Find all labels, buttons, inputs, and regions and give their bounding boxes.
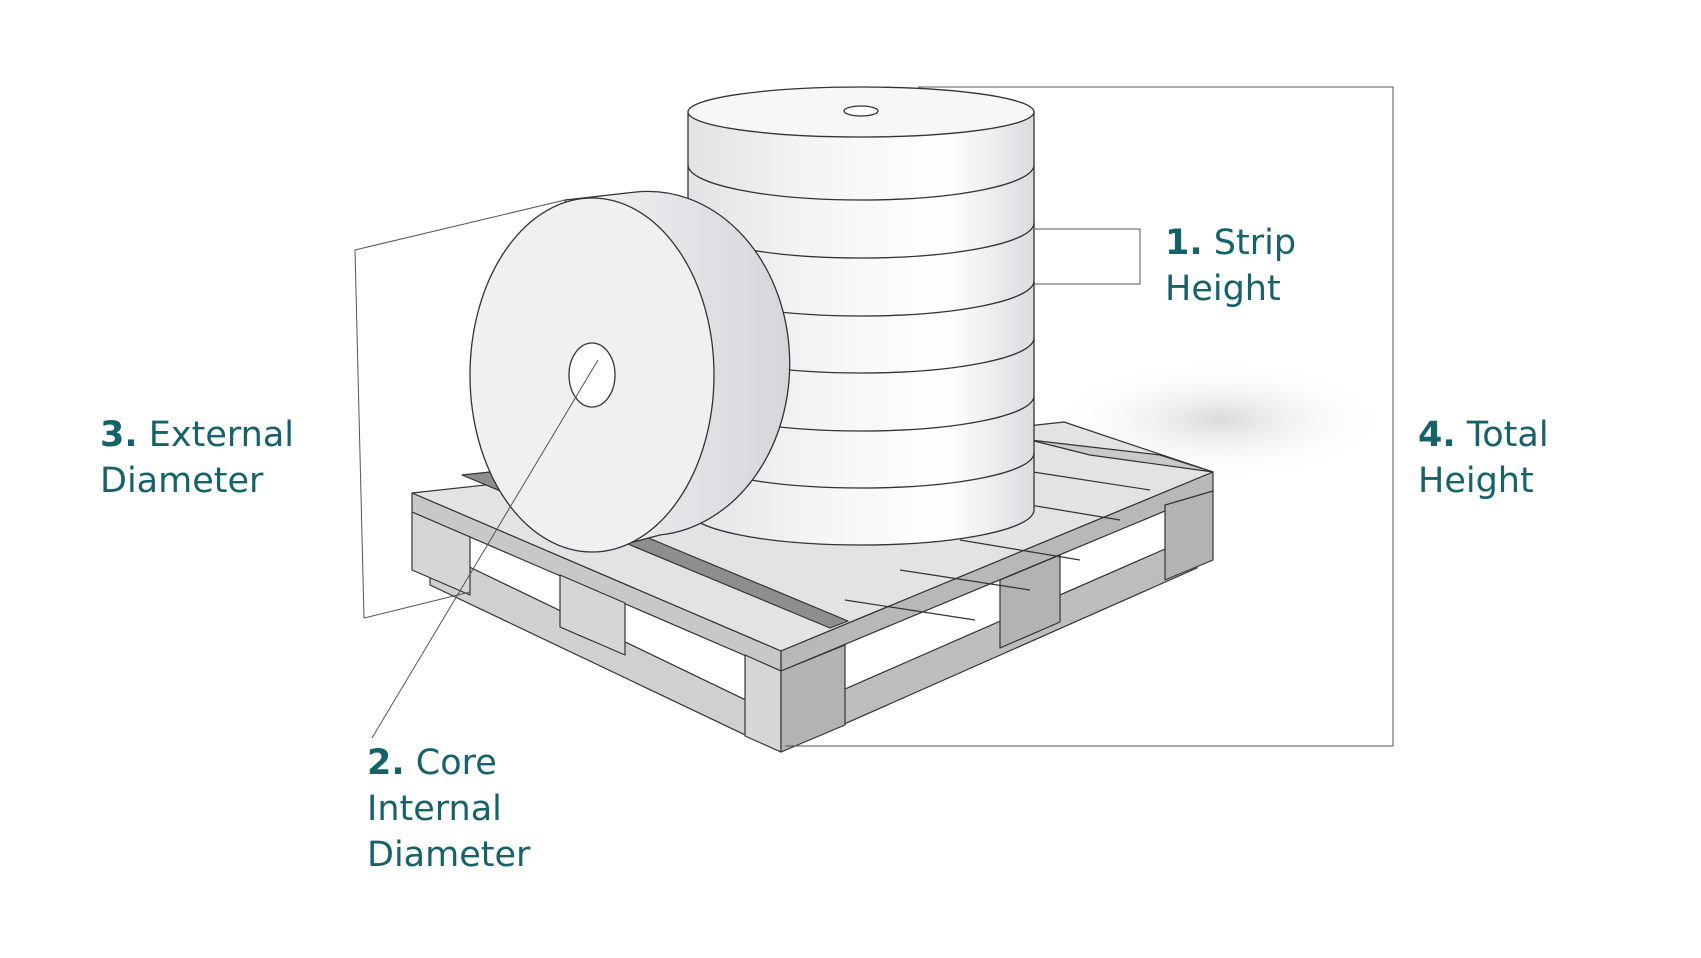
pallet-block-middle [559, 574, 626, 656]
external-diameter-bracket [354, 199, 566, 619]
pallet-block-right-mid [999, 554, 1061, 649]
strip-height-bracket [1034, 228, 1141, 285]
strip-line-1 [687, 164, 1035, 201]
label-strip-height-line-2: Height [1165, 269, 1281, 309]
standing-roll-core [568, 342, 616, 408]
label-core-line-3: Diameter [367, 835, 531, 875]
standing-roll [469, 190, 791, 553]
label-strip-height-line-1: Strip [1213, 223, 1297, 263]
deck-slat-line-4 [899, 569, 1031, 591]
label-total-line-2: Height [1418, 461, 1534, 501]
label-external-number: 3. [100, 415, 138, 455]
pallet-block-corner-front [744, 654, 782, 753]
label-total-line-1: Total [1466, 415, 1549, 455]
label-external-line-2: Diameter [100, 461, 264, 501]
label-core-internal-diameter: 2. Core Internal Diameter [367, 740, 530, 878]
label-strip-height-number: 1. [1165, 223, 1203, 263]
pallet-block-left [411, 511, 471, 596]
label-strip-height: 1. Strip Height [1165, 220, 1296, 312]
stack-core-hole [843, 105, 879, 117]
label-core-number: 2. [367, 743, 405, 783]
total-height-bracket [785, 86, 1394, 747]
label-external-line-1: External [148, 415, 295, 455]
label-total-height: 4. Total Height [1418, 412, 1549, 504]
label-core-line-1: Core [415, 743, 497, 783]
dimension-lines [354, 86, 1394, 747]
deck-slat-line-1 [1019, 469, 1151, 491]
pallet-block-right-end [1164, 490, 1214, 581]
core-diameter-leader [371, 359, 599, 739]
deck-slat-line-3 [959, 539, 1081, 561]
deck-slat-1 [1029, 439, 1214, 473]
deck-slat-line-5 [844, 599, 976, 621]
label-external-diameter: 3. External Diameter [100, 412, 294, 504]
label-total-number: 4. [1418, 415, 1456, 455]
pallet-block-corner-side [780, 644, 846, 753]
label-core-line-2: Internal [367, 789, 502, 829]
